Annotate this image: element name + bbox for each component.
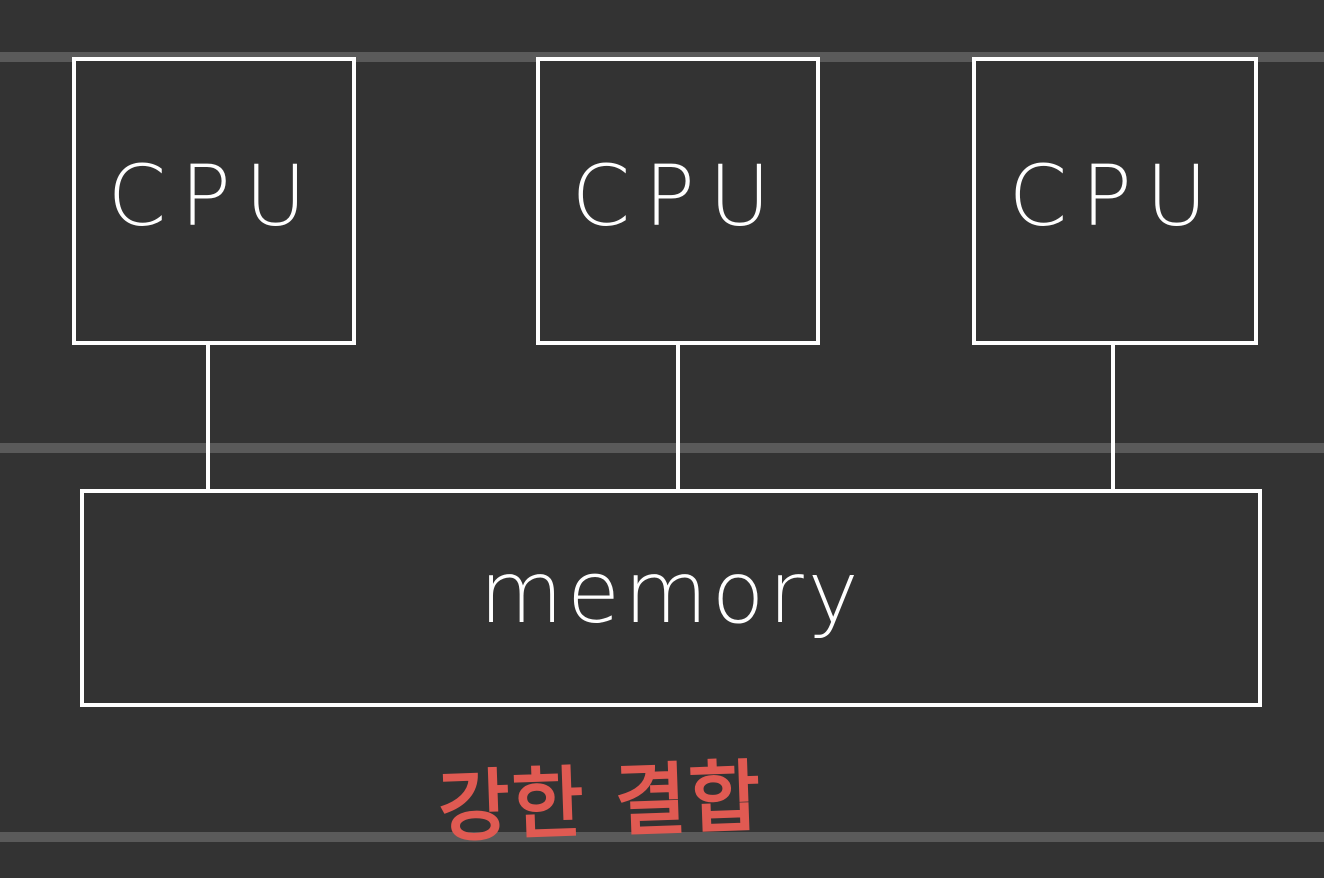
cpu-box: CPU [72, 57, 356, 345]
notebook-rule [0, 443, 1324, 453]
cpu-label: CPU [107, 147, 321, 245]
notebook-rule [0, 832, 1324, 842]
memory-label: memory [479, 543, 863, 643]
bus-connector [1111, 345, 1115, 491]
memory-box: memory [80, 489, 1262, 707]
coupling-caption: 강한 결합 [436, 752, 764, 854]
cpu-box: CPU [536, 57, 820, 345]
cpu-box: CPU [972, 57, 1258, 345]
bus-connector [676, 345, 680, 491]
bus-connector [206, 345, 210, 491]
cpu-label: CPU [1008, 147, 1222, 245]
cpu-label: CPU [571, 147, 785, 245]
